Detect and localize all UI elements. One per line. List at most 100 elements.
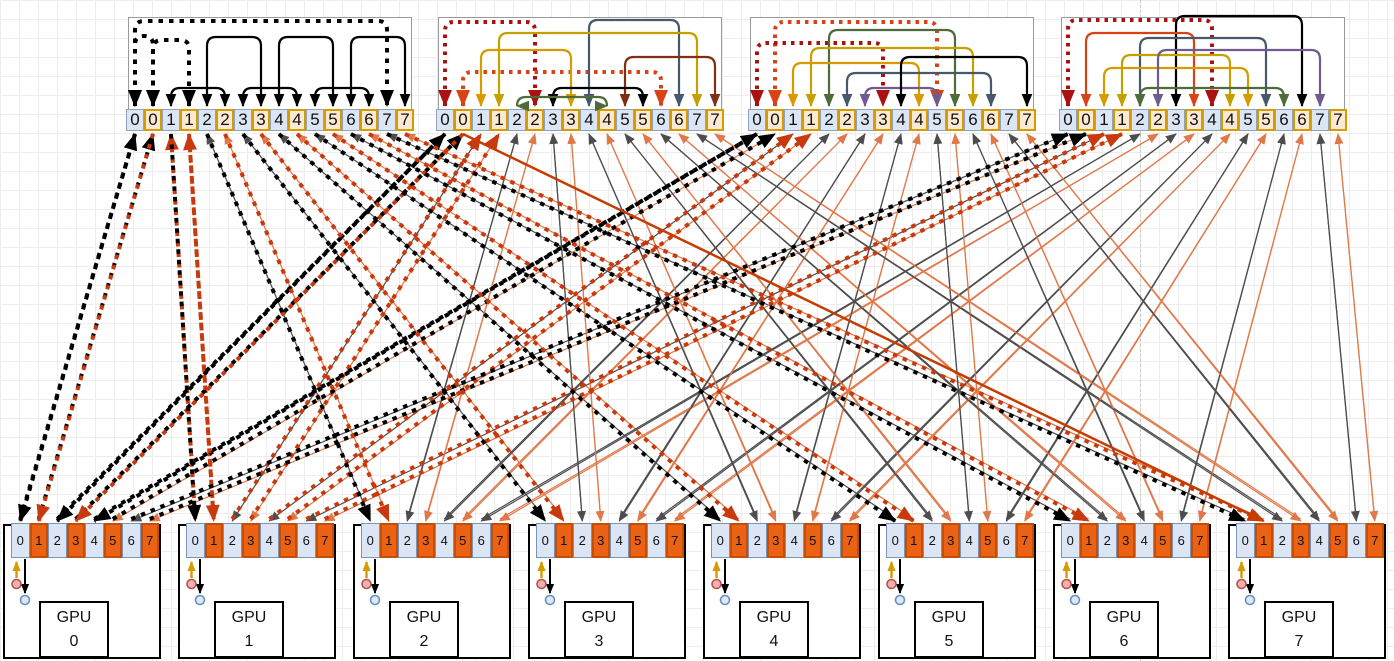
gpu-cell-g0-c1: 1 — [29, 523, 48, 558]
gpu-name-text: GPU — [1281, 609, 1317, 627]
top-cell-b2-i0: 0 — [748, 109, 766, 131]
top-cell-b2-i7: 3 — [874, 109, 892, 131]
top-cell-b1-i15: 7 — [706, 109, 724, 131]
gpu-cell-g2-c7: 7 — [490, 523, 509, 558]
edge-down-0_15_7_1R — [404, 132, 1265, 523]
edge-down-0_11_5_1R — [331, 132, 915, 523]
edge-up-1_9_4_3o — [606, 133, 777, 520]
edge-down-0_8_4_0K — [277, 132, 722, 523]
edge-up-3_2_1_6R — [305, 132, 1105, 521]
gpu-index-text: 1 — [244, 632, 254, 650]
top-cell-b1-i8: 4 — [580, 109, 598, 131]
top-cell-b2-i15: 7 — [1018, 109, 1036, 131]
edge-down-1_4_2_2k — [405, 133, 518, 522]
top-cell-b0-i2: 1 — [162, 109, 180, 131]
top-cell-b1-i4: 2 — [508, 109, 526, 131]
gpu-cell-g5-c2: 2 — [923, 523, 942, 558]
gpu-cell-g7-c0: 0 — [1236, 523, 1255, 558]
top-cell-b3-i0: 0 — [1059, 109, 1077, 131]
gpu-cell-g6-c2: 2 — [1098, 523, 1117, 558]
edge-down-0_7_3_1R — [259, 132, 566, 523]
gpu-cell-g2-c1: 1 — [379, 523, 398, 558]
edge-up-3_10_5_6k — [1005, 133, 1249, 520]
edge-up-0_15_7_1o — [404, 133, 1264, 520]
top-cell-b0-i15: 7 — [396, 109, 414, 131]
top-cell-b0-i10: 5 — [306, 109, 324, 131]
gpu-index-text: 2 — [419, 632, 429, 650]
gpu-cell-g2-c4: 4 — [435, 523, 454, 558]
edge-down-3_4_2_6k — [480, 133, 1141, 522]
gpu-cell-g4-c4: 4 — [785, 523, 804, 558]
edge-down-3_3_1_7o — [323, 133, 1123, 522]
edge-up-2_1_0_5K — [111, 132, 777, 521]
top-cell-b2-i11: 5 — [946, 109, 964, 131]
gpu-cell-g2-c5: 5 — [453, 523, 472, 558]
top-cell-b0-i11: 5 — [324, 109, 342, 131]
top-cell-b1-i9: 4 — [598, 109, 616, 131]
gpu-cell-g2-c3: 3 — [416, 523, 435, 558]
edge-up-0_0_0_0K — [18, 133, 138, 520]
gpu-cell-g2-c0: 0 — [361, 523, 380, 558]
gpu-cell-g1-c7: 7 — [315, 523, 334, 558]
top-cell-b3-i3: 1 — [1113, 109, 1131, 131]
edge-up-1_7_3_3o — [567, 133, 602, 520]
gpu-name-text: GPU — [581, 609, 617, 627]
gpu-name-text: GPU — [931, 609, 967, 627]
top-cell-b0-i5: 2 — [216, 109, 234, 131]
top-cell-b1-i13: 6 — [670, 109, 688, 131]
edge-down-1_15_7_3o — [714, 133, 1302, 522]
edge-up-2_6_3_4k — [618, 133, 866, 520]
edge-up-2_5_2_5o — [462, 133, 848, 520]
edge-down-1_6_3_2k — [552, 133, 586, 522]
top-cell-b3-i7: 3 — [1185, 109, 1203, 131]
edge-down-3_10_5_6k — [1005, 133, 1249, 522]
gpu-cell-g6-c1: 1 — [1079, 523, 1098, 558]
edge-up-0_6_3_0k — [242, 133, 546, 520]
edge-up-2_4_2_4k — [443, 133, 830, 520]
edge-down-2_15_7_5o — [1026, 133, 1339, 522]
edge-up-3_7_3_7o — [674, 133, 1195, 520]
edge-up-2_13_6_5o — [990, 133, 1164, 520]
gpu-cell-g1-c5: 5 — [278, 523, 297, 558]
gpu-cell-g5-c1: 1 — [904, 523, 923, 558]
edge-up-3_8_4_6k — [830, 133, 1213, 520]
top-cell-b1-i1: 0 — [454, 109, 472, 131]
edge-up-2_8_4_4k — [793, 133, 903, 520]
gpu-name-text: GPU — [56, 609, 92, 627]
edge-down-2_7_3_5o — [637, 133, 884, 522]
top-cell-b3-i15: 7 — [1329, 109, 1347, 131]
gpu-cell-g1-c1: 1 — [204, 523, 223, 558]
gpu-index-text: 4 — [769, 632, 779, 650]
top-cell-b3-i4: 2 — [1131, 109, 1149, 131]
edge-up-1_3_1_3R — [249, 132, 501, 521]
edge-down-2_12_6_4k — [972, 133, 1145, 522]
edge-down-1_8_4_2k — [588, 133, 758, 522]
top-cell-b2-i3: 1 — [802, 109, 820, 131]
edge-up-0_10_5_0k — [314, 133, 896, 520]
edge-up-3_4_2_6k — [480, 133, 1141, 520]
edge-up-1_6_3_2k — [549, 133, 583, 520]
gpu-cell-g1-c4: 4 — [260, 523, 279, 558]
edge-up-2_7_3_5o — [637, 133, 884, 520]
top-cell-b0-i0: 0 — [126, 109, 144, 131]
edge-up-3_9_4_7o — [849, 133, 1231, 520]
gpu-cell-g1-c2: 2 — [223, 523, 242, 558]
edge-up-0_3_1_1R — [183, 133, 216, 520]
edge-down-0_10_5_0K — [313, 132, 897, 523]
edge-down-0_6_3_0K — [241, 132, 547, 523]
edge-down-1_3_1_3o — [250, 133, 500, 522]
gpu-cell-g6-c0: 0 — [1061, 523, 1080, 558]
edge-down-1_9_4_3o — [606, 133, 777, 522]
top-cell-b3-i14: 7 — [1311, 109, 1329, 131]
gpu-cell-g7-c6: 6 — [1347, 523, 1366, 558]
gpu-cell-g3-c5: 5 — [628, 523, 647, 558]
edge-down-2_4_2_4k — [443, 133, 830, 522]
edge-up-2_2_1_4R — [268, 132, 795, 521]
edge-down-3_7_3_7o — [673, 133, 1195, 522]
edge-up-3_1_0_7K — [148, 132, 1087, 521]
gpu-cell-g5-c0: 0 — [886, 523, 905, 558]
edge-down-1_14_7_2k — [696, 133, 1284, 522]
